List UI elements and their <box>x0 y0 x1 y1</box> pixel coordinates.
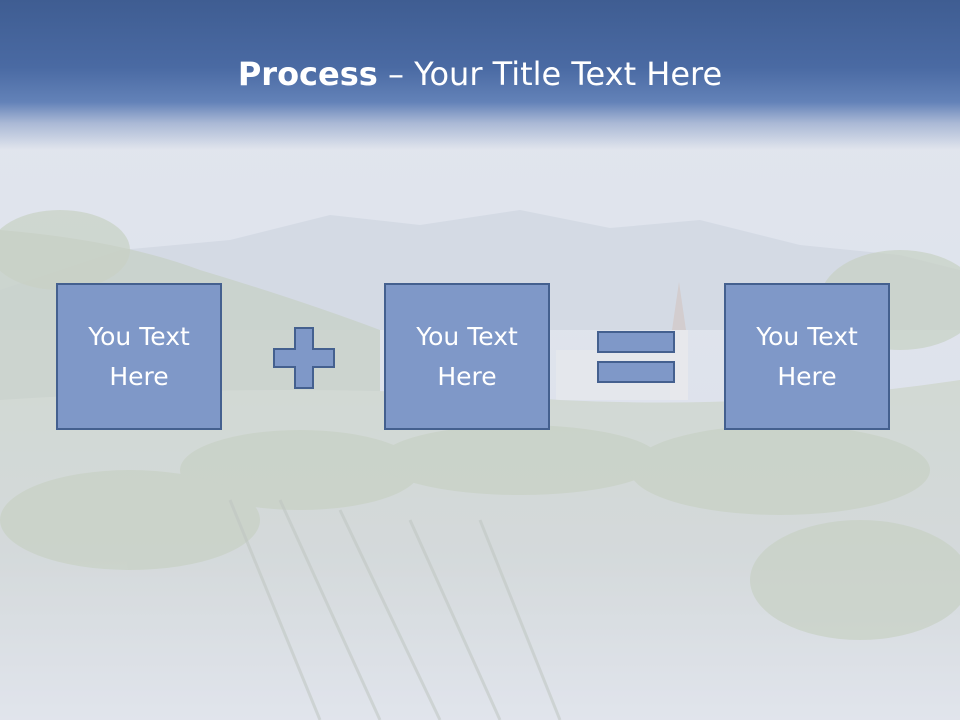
plus-icon <box>273 327 335 389</box>
equals-icon <box>597 331 675 383</box>
process-step-1-box[interactable]: You Text Here <box>56 283 222 430</box>
process-step-2-box[interactable]: You Text Here <box>384 283 550 430</box>
title-rest-text: – Your Title Text Here <box>377 55 723 93</box>
title-bold-text: Process <box>237 55 378 93</box>
title-band <box>0 0 960 150</box>
process-step-3-box[interactable]: You Text Here <box>724 283 890 430</box>
slide-title[interactable]: Process – Your Title Text Here <box>0 52 960 96</box>
